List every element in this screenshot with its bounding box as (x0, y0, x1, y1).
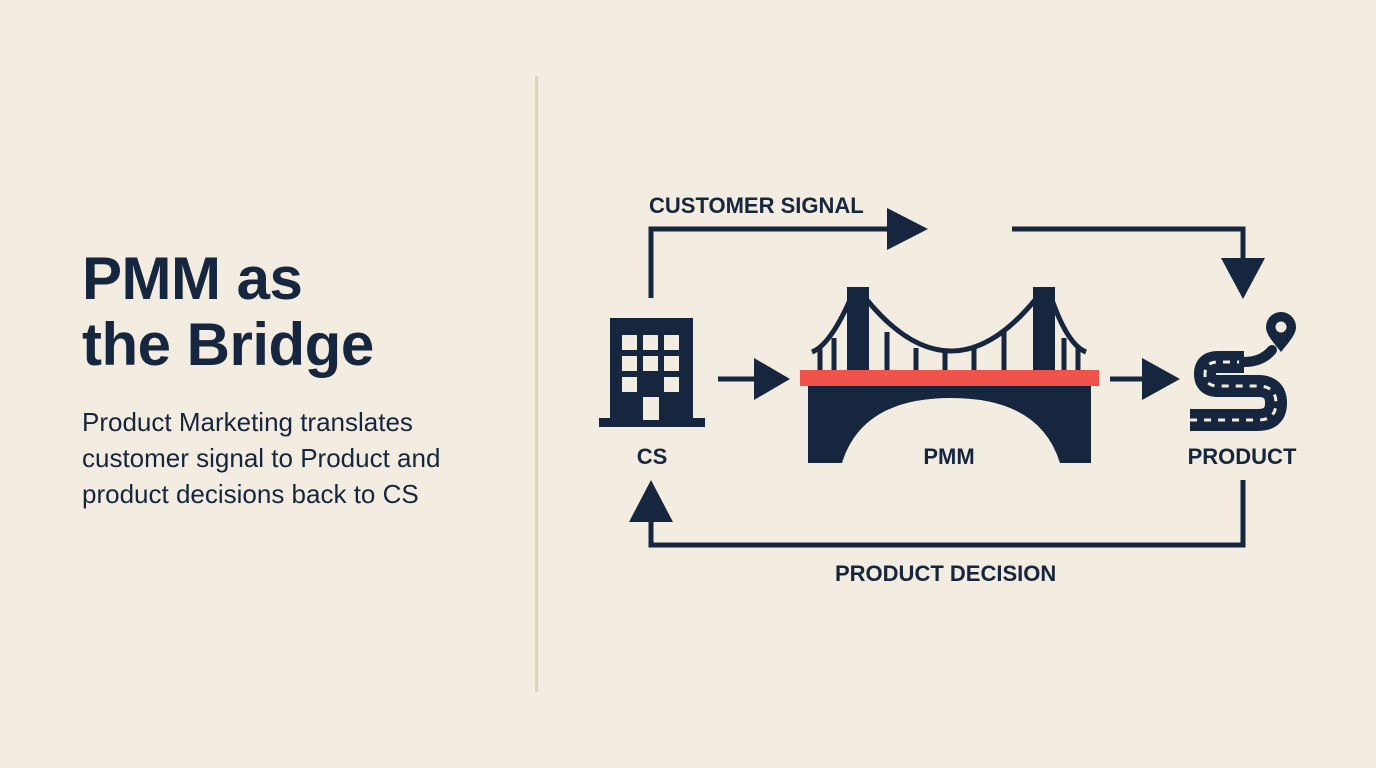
page-subtitle-line-3: product decisions back to CS (82, 479, 419, 509)
title-block: PMM as the Bridge Product Marketing tran… (82, 246, 522, 512)
pmm-to-product-arrow (1110, 358, 1180, 400)
page-subtitle-line-1: Product Marketing translates (82, 407, 413, 437)
customer-signal-down-arrowhead-icon (1221, 258, 1265, 299)
page-title: PMM as the Bridge (82, 246, 522, 378)
product-decision-label: PRODUCT DECISION (835, 561, 1056, 586)
customer-signal-line-left (648, 226, 900, 298)
bridge-deck-accent (800, 370, 1099, 386)
customer-signal-flow: CUSTOMER SIGNAL (648, 193, 1265, 299)
page-subtitle: Product Marketing translates customer si… (82, 404, 522, 512)
node-label-pmm: PMM (923, 444, 974, 469)
product-decision-flow: PRODUCT DECISION (629, 480, 1246, 586)
product-decision-up-arrowhead-icon (629, 480, 673, 522)
page-title-line-1: PMM as (82, 245, 303, 312)
winding-road-with-pin-icon (1190, 312, 1296, 431)
vertical-divider (535, 76, 538, 692)
node-label-product: PRODUCT (1188, 444, 1297, 469)
customer-signal-arrowhead-icon (887, 208, 928, 250)
page-title-line-2: the Bridge (82, 311, 374, 378)
customer-signal-line-right (1012, 226, 1246, 272)
node-label-cs: CS (637, 444, 668, 469)
product-decision-line (648, 480, 1246, 548)
pmm-to-product-arrowhead-icon (1142, 358, 1180, 400)
customer-signal-label: CUSTOMER SIGNAL (649, 193, 864, 218)
cs-to-pmm-arrowhead-icon (754, 358, 790, 400)
suspension-bridge-icon (800, 287, 1099, 463)
page-subtitle-line-2: customer signal to Product and (82, 443, 441, 473)
office-building-icon (599, 318, 705, 427)
cs-to-pmm-arrow (718, 358, 790, 400)
